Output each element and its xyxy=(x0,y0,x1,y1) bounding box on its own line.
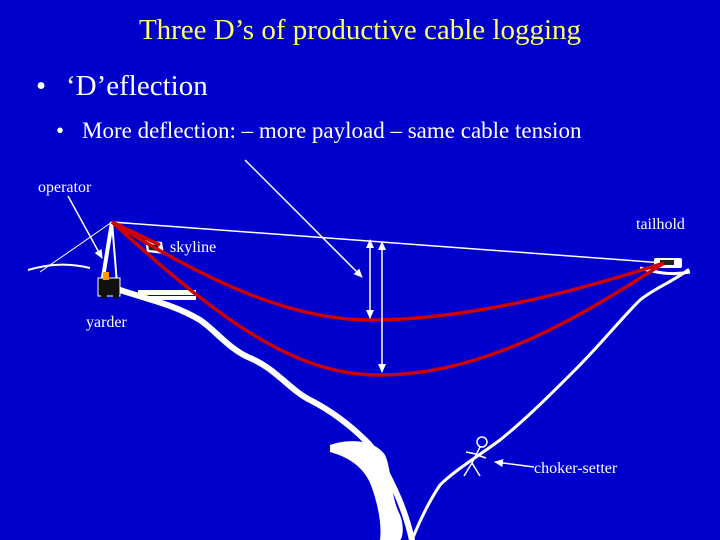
chord-line xyxy=(111,221,665,264)
terrain-slope xyxy=(117,287,415,540)
bullet-deflection-text: ‘D’eflection xyxy=(66,70,208,102)
bullet-deflection: • ‘D’eflection xyxy=(36,70,208,103)
bullet-more-deflection: • More deflection: – more payload – same … xyxy=(56,118,581,144)
choker-pointer xyxy=(494,459,535,468)
creek xyxy=(330,441,403,540)
choker-setter-figure xyxy=(463,436,488,477)
ground-left xyxy=(27,263,91,271)
label-tailhold: tailhold xyxy=(636,216,685,233)
operator-pointer xyxy=(67,195,103,259)
bullet-more-deflection-text: More deflection: – more payload – same c… xyxy=(82,118,582,143)
slide-title: Three D’s of productive cable logging xyxy=(138,14,582,46)
skyline-cable-more-deflection xyxy=(110,220,665,377)
label-operator: operator xyxy=(38,179,92,196)
label-skyline: skyline xyxy=(170,239,216,256)
logs xyxy=(138,290,196,300)
skyline-cable-less-deflection xyxy=(111,220,665,322)
label-yarder: yarder xyxy=(86,314,128,331)
deflection-pointer xyxy=(244,159,363,278)
terrain-valley-right xyxy=(410,268,690,540)
skyline-cable-upper xyxy=(111,220,161,247)
bullet-glyph-sub: • xyxy=(56,118,65,143)
bullet-glyph: • xyxy=(36,70,47,102)
yarder-machine xyxy=(39,221,121,299)
label-choker-setter: choker-setter xyxy=(534,460,618,477)
